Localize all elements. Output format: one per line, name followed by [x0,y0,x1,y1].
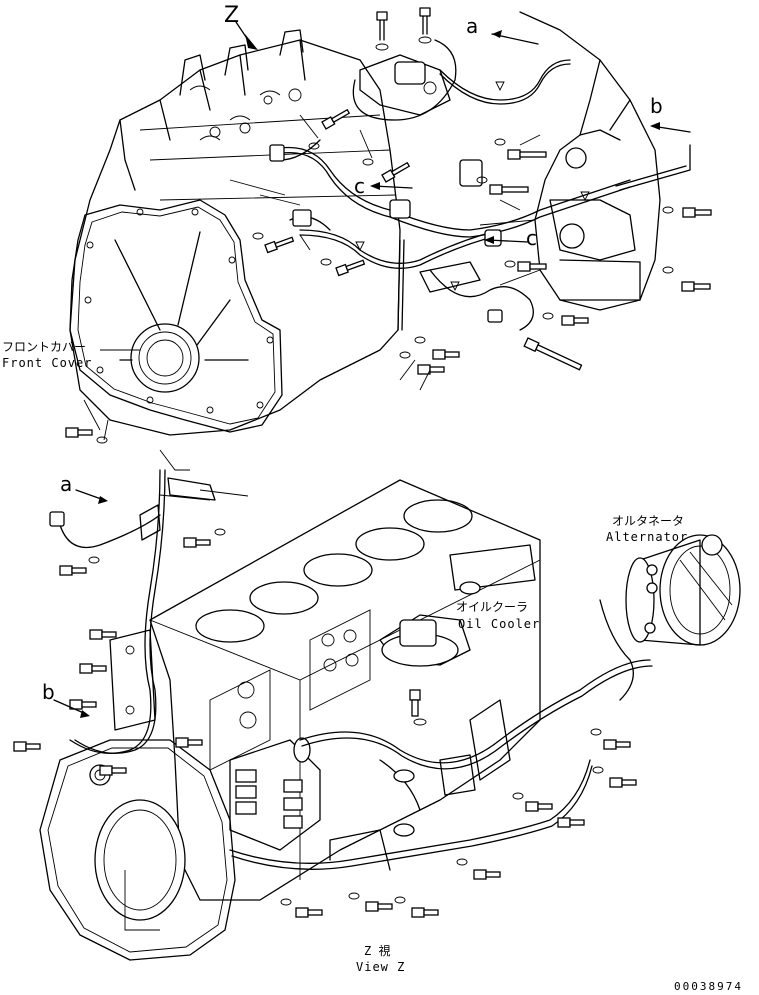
front-cover-label-en: Front Cover [2,356,93,370]
callout-z: Z [224,3,240,28]
callout-a-left: a [60,472,73,496]
starter-motor [229,737,321,851]
oil-cooler-label-jp: オイルクーラ [456,600,529,614]
callout-b-top: b [650,94,663,118]
top-wiring-harness [269,59,691,331]
top-sensor-bracket [352,7,457,121]
view-z-label-en: View Z [356,960,406,974]
callout-a-top: a [466,14,479,38]
callout-c-1: c [354,174,365,198]
part-number: 00038974 [674,980,743,993]
callout-b-left: b [42,680,55,704]
top-bolts [100,108,712,391]
top-flywheel-housing [479,11,661,311]
bottom-callout-arrows [53,489,108,718]
callout-c-2: c [526,226,537,250]
bottom-bolts [13,399,637,918]
view-z-label-jp: Z 視 [364,944,391,958]
alternator-label-jp: オルタネータ [612,514,685,528]
front-cover-label-jp: フロントカバー [2,340,87,354]
top-engine-block [69,29,401,436]
alternator-label-en: Alternator [606,530,689,544]
oil-cooler-label-en: Oil Cooler [458,617,541,631]
top-callout-arrows [235,21,691,244]
bottom-flywheel-housing [39,739,236,961]
bottom-wiring-harness [49,449,653,871]
bottom-engine-block [39,479,741,961]
alternator-body [625,534,741,646]
